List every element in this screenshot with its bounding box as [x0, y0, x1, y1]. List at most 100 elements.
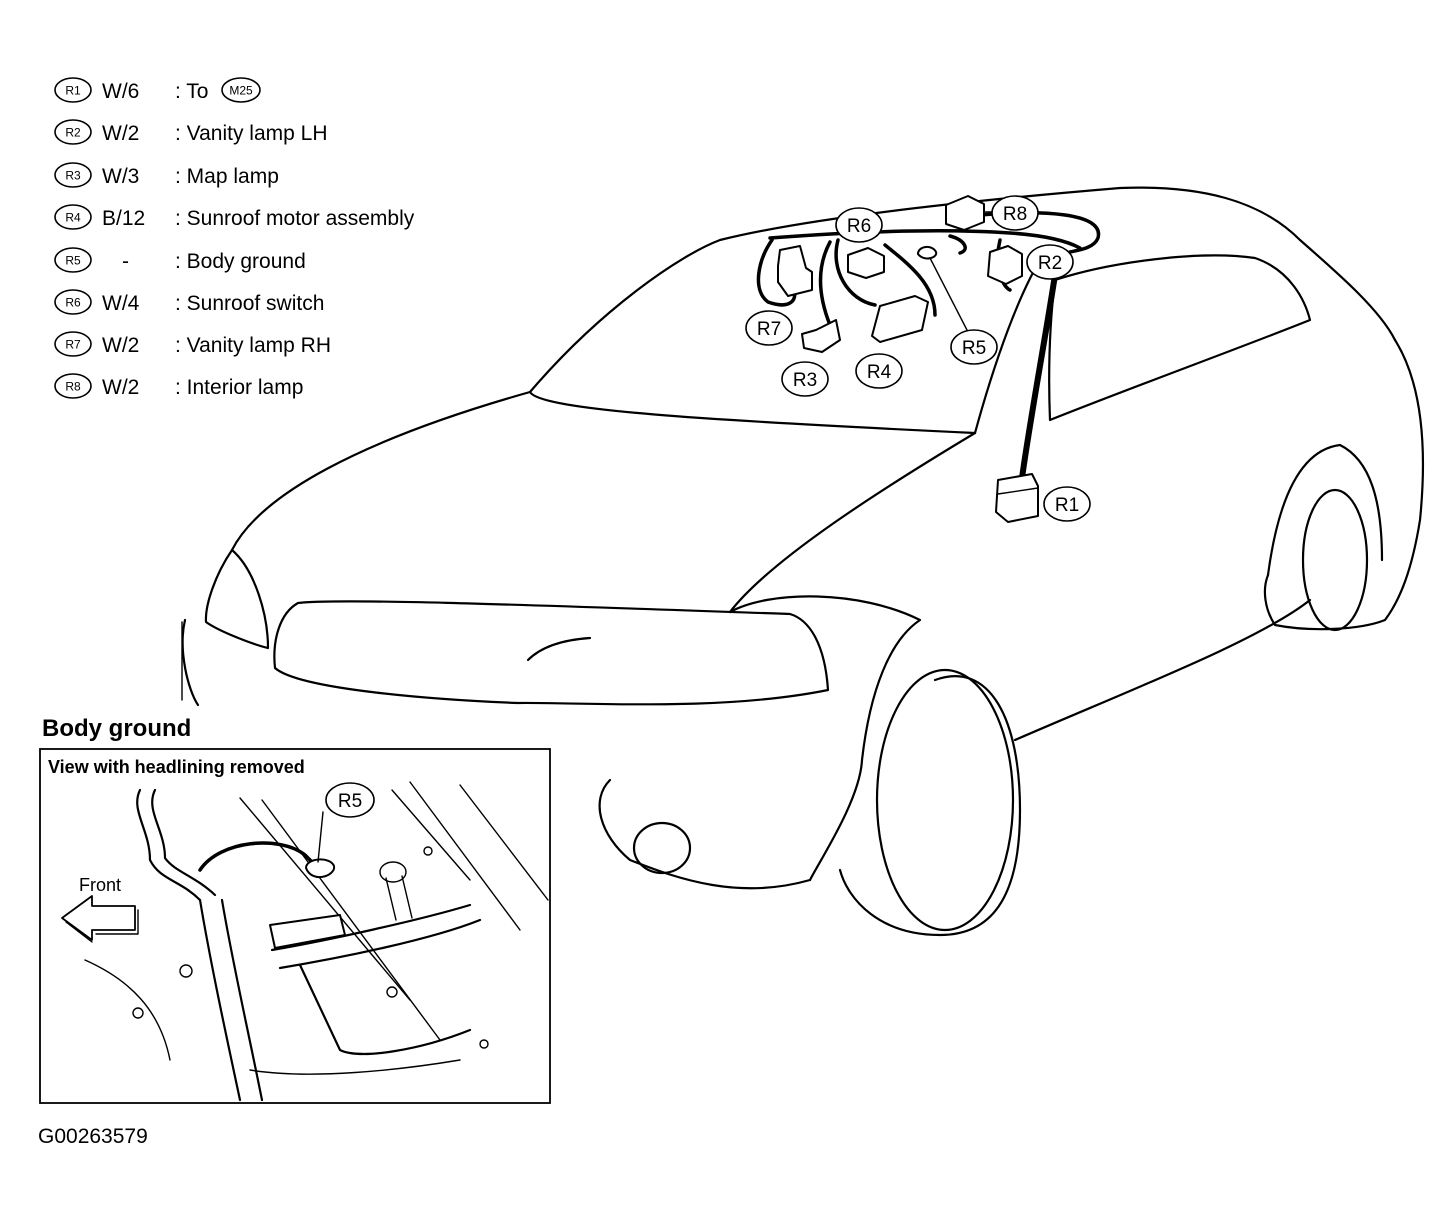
front-arrow-shadow — [65, 909, 139, 943]
connector-r4 — [871, 295, 929, 343]
legend-code: R5 — [65, 254, 81, 268]
legend-desc: : To — [175, 80, 208, 103]
connector-r2 — [987, 245, 1023, 285]
connector-r1 — [995, 473, 1039, 523]
harness-to-r1 — [1019, 272, 1058, 481]
hood-fold — [728, 431, 977, 614]
front-arrow-icon — [61, 895, 136, 941]
legend-desc: : Vanity lamp LH — [175, 122, 328, 145]
callout-r2-bubble — [1026, 244, 1074, 280]
inset-ground-terminal — [305, 858, 336, 879]
connector-r7 — [777, 245, 813, 297]
harness-trunk — [768, 228, 1082, 250]
body-ground-inset: View with headlining removed — [39, 748, 551, 1104]
legend-badge-r1 — [54, 77, 92, 103]
legend-desc: : Body ground — [175, 250, 306, 273]
inset-title: Body ground — [42, 715, 191, 742]
fog-lamp — [632, 821, 692, 875]
callout-r6-label: R6 — [847, 216, 871, 237]
legend-badge-r7 — [54, 331, 92, 357]
inset-bolt-post — [385, 875, 413, 921]
front-wheel — [875, 668, 1015, 932]
callout-r3-bubble — [781, 361, 829, 397]
inset-beam-4 — [409, 781, 521, 931]
callout-r1: R1 — [1043, 486, 1091, 522]
inset-subtitle: View with headlining removed — [48, 757, 305, 777]
inset-beam-5 — [459, 784, 549, 901]
inset-wire-2 — [151, 788, 217, 897]
legend-row-r7: R7 W/2 : Vanity lamp RH — [54, 331, 331, 357]
callout-r3-label: R3 — [793, 370, 817, 391]
legend-wire: - — [122, 250, 129, 273]
legend-badge-r6 — [54, 289, 92, 315]
legend-wire: W/2 — [102, 376, 139, 399]
legend-badge-r4 — [54, 204, 92, 230]
legend-code: R4 — [65, 211, 81, 225]
legend-badge-r5 — [54, 247, 92, 273]
legend-row-r5: R5 - : Body ground — [54, 247, 306, 273]
legend-badge-r8 — [54, 373, 92, 399]
legend-wire: W/2 — [102, 122, 139, 145]
inset-callout-r5-bubble — [325, 782, 375, 818]
front-label: Front — [79, 875, 121, 895]
inset-hole-3 — [179, 964, 193, 978]
callout-r5-label: R5 — [962, 338, 986, 359]
leader-r5 — [929, 257, 969, 333]
inset-rail — [270, 903, 472, 952]
legend-desc: : Vanity lamp RH — [175, 334, 331, 357]
front-fender — [728, 595, 922, 882]
front-indicator: Front — [61, 875, 139, 943]
callout-r2: R2 — [1026, 244, 1074, 280]
roof-line — [528, 186, 1397, 394]
legend-row-r3: R3 W/3 : Map lamp — [54, 162, 279, 188]
legend-ref-badge-m25 — [221, 77, 261, 103]
callout-r7: R7 — [745, 310, 793, 346]
inset-pillar-2 — [220, 898, 264, 1102]
callout-r6-bubble — [835, 207, 883, 243]
callout-r5: R5 — [950, 329, 998, 365]
connector-legend: R1 W/6 : To M25 R2 W/2 : Vanity lamp LH … — [54, 77, 415, 399]
inset-connector — [269, 914, 346, 949]
connector-r6 — [847, 247, 885, 279]
callout-r1-label: R1 — [1055, 495, 1079, 516]
legend-code: R1 — [65, 84, 81, 98]
front-wheel-tire — [838, 675, 1022, 937]
callout-r2-label: R2 — [1038, 253, 1062, 274]
harness-to-r7 — [756, 238, 797, 307]
legend-row-r2: R2 W/2 : Vanity lamp LH — [54, 119, 328, 145]
legend-desc: : Interior lamp — [175, 376, 303, 399]
callout-r7-label: R7 — [757, 319, 781, 340]
callout-r4: R4 — [855, 353, 903, 389]
side-window — [1048, 254, 1312, 422]
inset-beam-3 — [391, 789, 471, 881]
connector-r8 — [945, 195, 985, 231]
callout-r8-label: R8 — [1003, 204, 1027, 225]
callout-r8: R8 — [991, 195, 1039, 231]
harness-to-r5 — [948, 234, 967, 255]
rocker-line — [1013, 598, 1312, 742]
headlight-right — [273, 600, 830, 706]
legend-desc: : Sunroof switch — [175, 292, 324, 315]
legend-code: R6 — [65, 296, 81, 310]
connector-callouts: R6 R8 R2 R7 R5 R4 R3 R1 — [745, 195, 1091, 522]
front-bumper — [181, 618, 200, 707]
callout-r6: R6 — [835, 207, 883, 243]
figure-code: G00263579 — [38, 1125, 148, 1148]
legend-row-r1: R1 W/6 : To M25 — [54, 77, 261, 103]
callout-r4-label: R4 — [867, 362, 892, 383]
inset-callout-r5-label: R5 — [338, 791, 362, 812]
inset-rail-2 — [278, 918, 482, 970]
inset-bolt — [379, 861, 407, 883]
car-outline — [181, 186, 1425, 937]
legend-row-r4: R4 B/12 : Sunroof motor assembly — [54, 204, 415, 230]
inset-hole-1 — [423, 846, 433, 856]
rear-wheel — [1301, 488, 1369, 632]
legend-code: R7 — [65, 338, 81, 352]
harness-to-r3 — [818, 240, 832, 327]
grille-region — [526, 636, 592, 662]
hood-line — [230, 390, 532, 552]
headlight-left — [204, 548, 270, 650]
callout-r4-bubble — [855, 353, 903, 389]
inset-leader-r5 — [317, 811, 324, 863]
legend-wire: W/4 — [102, 292, 140, 315]
